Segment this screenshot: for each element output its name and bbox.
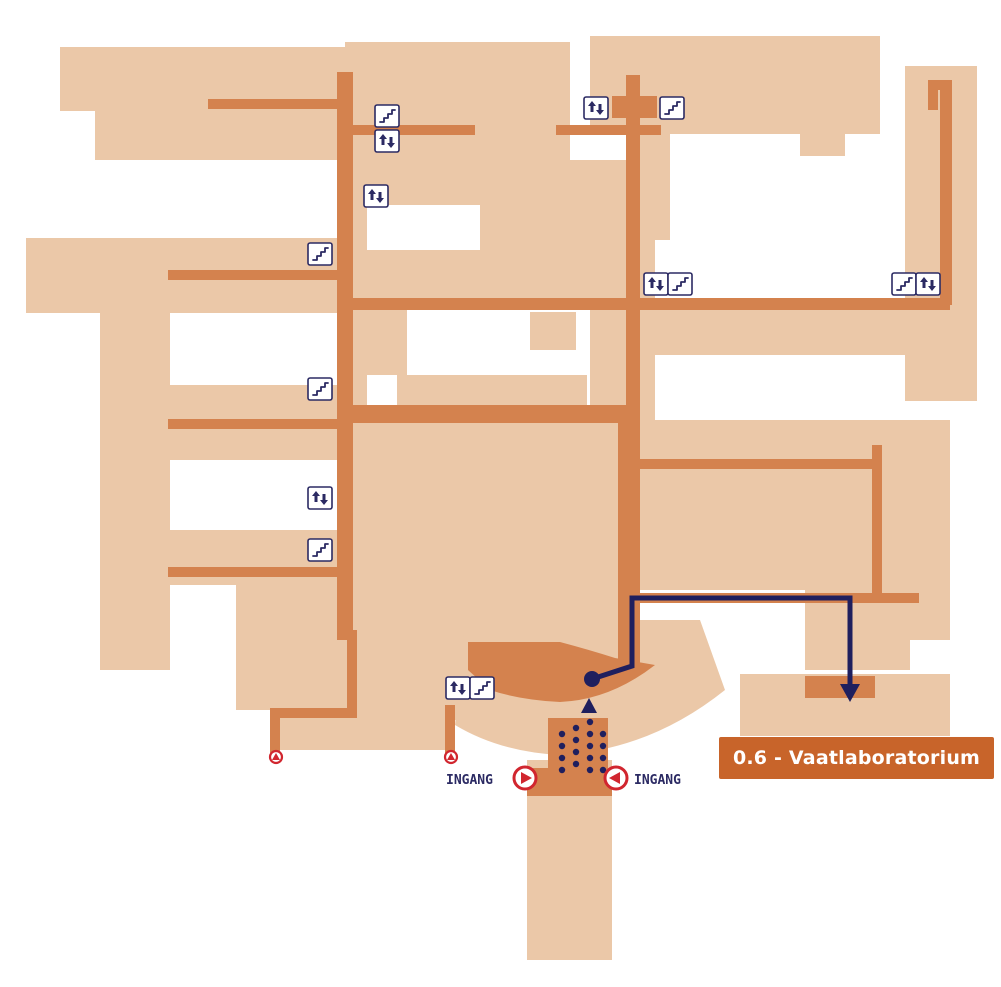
entrance-right-label: INGANG xyxy=(634,773,681,788)
stairs-icon xyxy=(307,242,333,266)
elevator-icon xyxy=(643,272,669,296)
exit-triangle-icon xyxy=(268,749,284,765)
corridors xyxy=(168,72,952,796)
entrance-path xyxy=(558,698,607,774)
exit-triangle-icon xyxy=(443,749,459,765)
building-footprint xyxy=(26,36,977,960)
route-up-arrow xyxy=(581,698,597,713)
stairs-icon xyxy=(469,676,495,700)
stairs-icon xyxy=(659,96,685,120)
destination-label[interactable]: 0.6 - Vaatlaboratorium xyxy=(719,737,994,779)
elevator-icon xyxy=(583,96,609,120)
entrance-right[interactable]: INGANG xyxy=(603,765,681,791)
stairs-icon xyxy=(667,272,693,296)
stairs-icon xyxy=(891,272,917,296)
stairs-icon xyxy=(307,377,333,401)
route-start-dot xyxy=(584,671,600,687)
route-end-arrow xyxy=(840,684,860,702)
elevator-icon xyxy=(445,676,471,700)
elevator-icon xyxy=(363,184,389,208)
entrance-arrow-icon xyxy=(512,765,538,791)
stairs-icon xyxy=(374,104,400,128)
entrance-arrow-icon xyxy=(603,765,629,791)
elevator-icon xyxy=(915,272,941,296)
route-path xyxy=(584,595,860,702)
elevator-icon xyxy=(374,129,400,153)
entrance-left-label: INGANG xyxy=(446,773,493,788)
elevator-icon xyxy=(307,486,333,510)
entrance-left[interactable]: INGANG xyxy=(446,765,538,791)
stairs-icon xyxy=(307,538,333,562)
